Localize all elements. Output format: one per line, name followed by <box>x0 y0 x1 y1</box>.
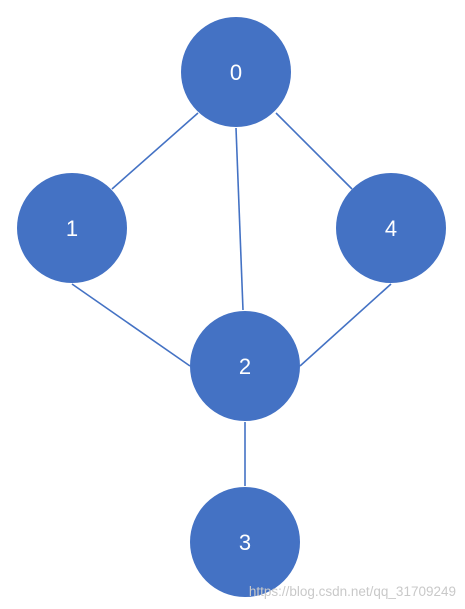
node-label: 0 <box>230 60 242 85</box>
node-circle <box>17 173 127 283</box>
edge-0-4 <box>275 112 353 190</box>
node-4: 4 <box>336 173 446 283</box>
node-circle <box>190 311 300 421</box>
node-3: 3 <box>190 487 300 597</box>
edge-0-2 <box>235 127 244 311</box>
node-label: 2 <box>239 354 251 379</box>
node-2: 2 <box>190 311 300 421</box>
node-label: 4 <box>385 216 397 241</box>
watermark-text: https://blog.csdn.net/qq_31709249 <box>249 584 456 599</box>
node-circle <box>336 173 446 283</box>
edge-1-2 <box>71 283 191 367</box>
edges <box>71 112 392 486</box>
nodes: 0 1 2 3 4 <box>17 17 446 597</box>
node-circle <box>181 17 291 127</box>
edge-0-1 <box>111 112 199 190</box>
node-1: 1 <box>17 173 127 283</box>
node-0: 0 <box>181 17 291 127</box>
node-label: 3 <box>239 530 251 555</box>
edge-4-2 <box>299 283 392 367</box>
node-label: 1 <box>66 216 78 241</box>
node-circle <box>190 487 300 597</box>
